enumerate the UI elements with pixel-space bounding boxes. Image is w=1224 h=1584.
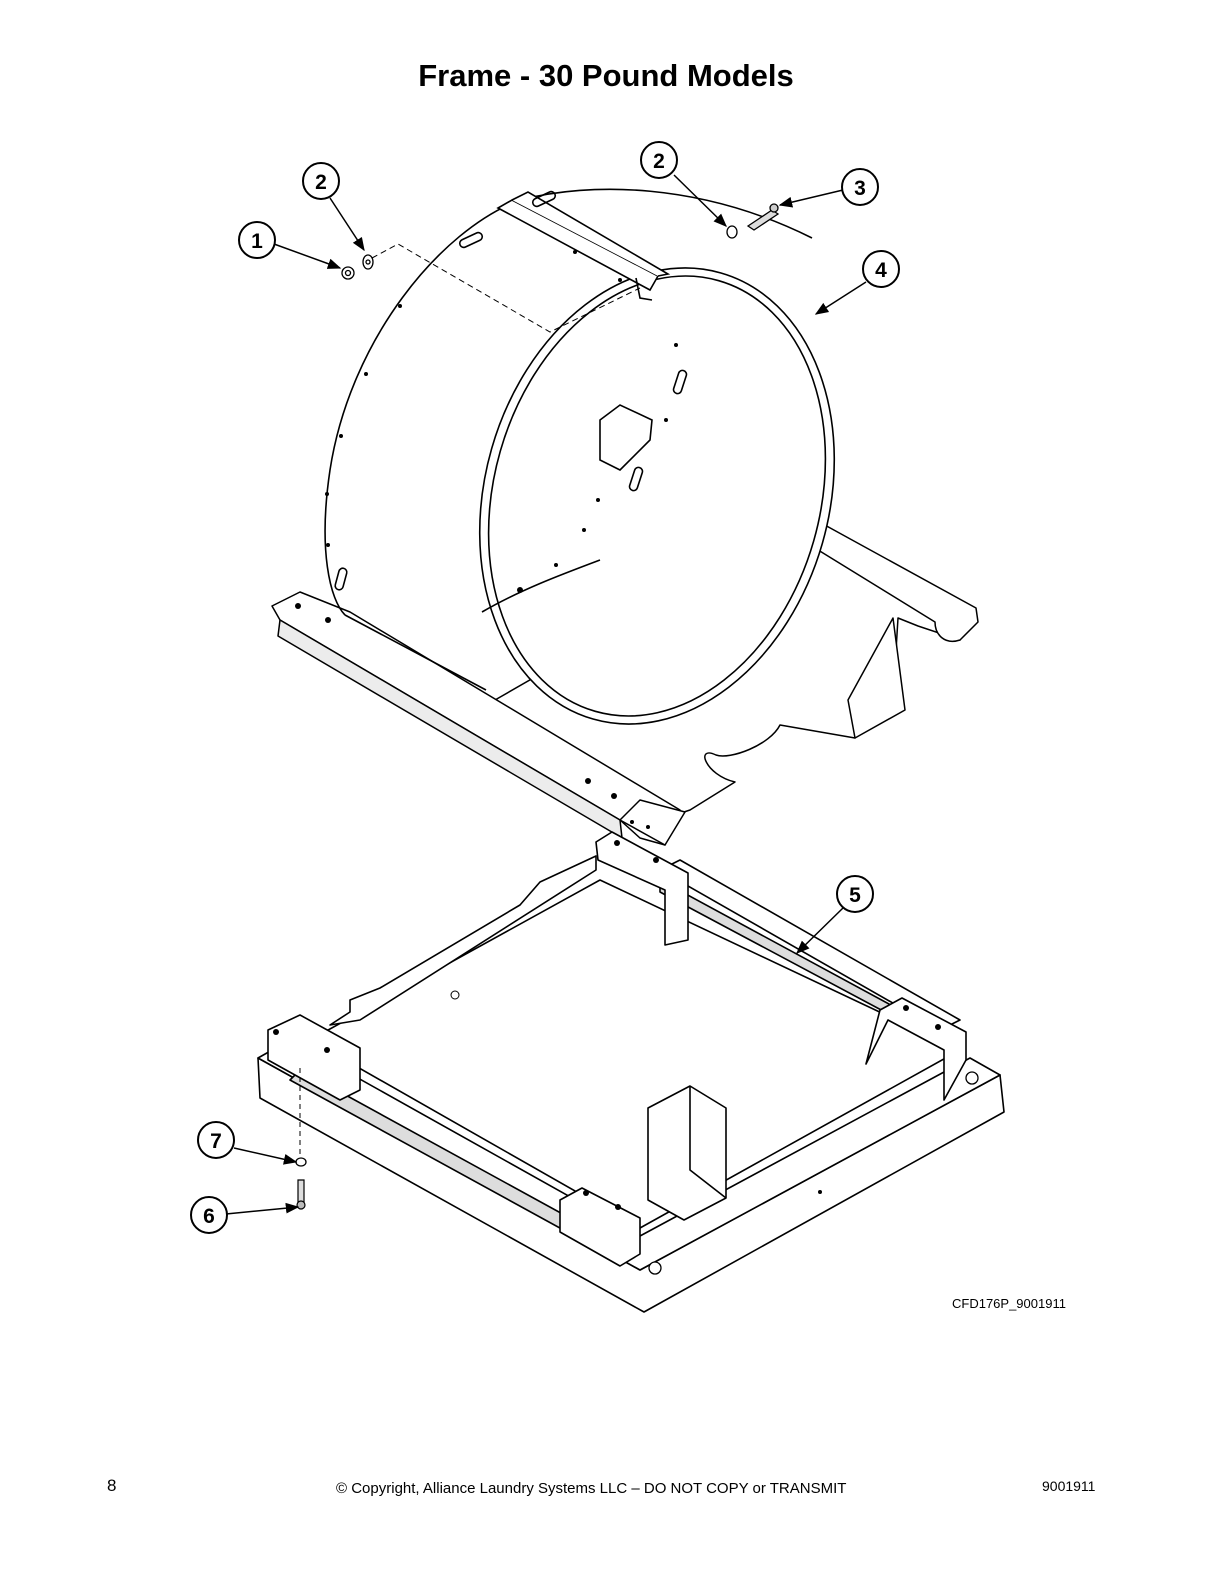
callout-leaders — [225, 174, 867, 1215]
base-corner-hole — [648, 1261, 662, 1275]
page-number: 8 — [107, 1476, 117, 1495]
base-frame — [257, 831, 1005, 1313]
callout-2-left: 2 — [302, 162, 340, 200]
left-channel-rail — [271, 591, 686, 846]
copyright-notice: © Copyright, Alliance Laundry Systems LL… — [336, 1480, 847, 1497]
svg-text:5: 5 — [849, 884, 861, 907]
svg-text:1: 1 — [251, 230, 263, 253]
figure-id: CFD176P_9001911 — [952, 1296, 1066, 1311]
base-screw — [297, 1179, 305, 1203]
svg-text:4: 4 — [875, 259, 887, 282]
page-title: Frame - 30 Pound Models — [418, 58, 794, 93]
callout-2-right: 2 — [640, 141, 678, 179]
svg-text:2: 2 — [315, 171, 327, 194]
base-screw-head — [296, 1200, 306, 1210]
drum-shell-holes — [325, 250, 678, 593]
callout-3: 3 — [841, 168, 879, 206]
svg-text:6: 6 — [203, 1205, 215, 1228]
callout-4: 4 — [862, 250, 900, 288]
svg-text:2: 2 — [653, 150, 665, 173]
drum-shell — [324, 188, 836, 725]
callout-1: 1 — [238, 221, 276, 259]
callout-6: 6 — [190, 1196, 228, 1234]
hardware-parts — [341, 203, 780, 280]
callout-7: 7 — [197, 1121, 235, 1159]
svg-text:7: 7 — [210, 1130, 222, 1153]
lock-washer — [295, 1157, 307, 1167]
svg-text:3: 3 — [854, 177, 866, 200]
callout-5: 5 — [836, 875, 874, 913]
base-frame-holes — [273, 840, 941, 1210]
document-number: 9001911 — [1042, 1478, 1096, 1494]
base-corner-hole — [965, 1071, 979, 1085]
hardware-alignment-line — [371, 243, 641, 333]
